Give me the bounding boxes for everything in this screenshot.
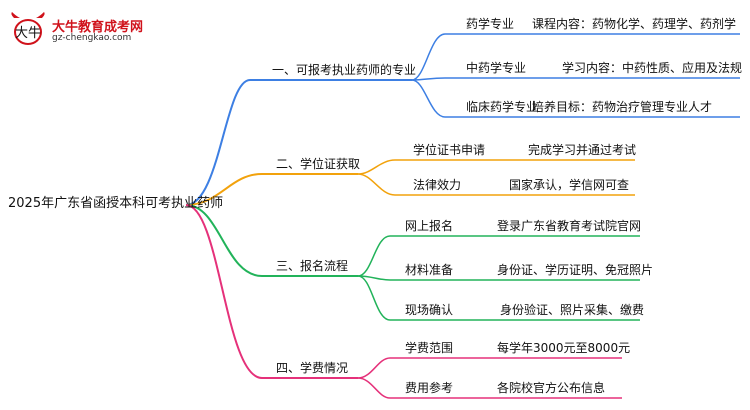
connector-root-b1	[185, 79, 412, 206]
branch-1-item-2-detail: 学习内容：中药性质、应用及法规	[562, 61, 743, 75]
branch-3-item-1-detail: 登录广东省教育考试院官网	[497, 219, 642, 233]
connector-root-b3	[185, 204, 358, 277]
branch-2-item-2-name: 法律效力	[413, 178, 462, 192]
connector-b1-i3	[411, 79, 740, 118]
branch-3-item-2-detail: 身份证、学历证明、免冠照片	[497, 263, 654, 277]
branch-3-item-2-name: 材料准备	[405, 263, 454, 277]
connector-root-b2	[185, 173, 358, 206]
branch-2-item-1-name: 学位证书申请	[413, 143, 486, 157]
connector-b2-i2	[357, 173, 635, 196]
connector-b1-i2	[411, 77, 740, 81]
branch-2-item-2-detail: 国家承认，学信网可查	[509, 178, 630, 192]
branch-3-item-3-name: 现场确认	[405, 303, 454, 317]
branch-1-item-2-name: 中药学专业	[466, 61, 527, 75]
logo-url: gz-chengkao.com	[52, 33, 132, 43]
branch-4-item-2-detail: 各院校官方公布信息	[497, 381, 606, 395]
bull-logo-icon: 大牛	[11, 12, 45, 45]
branch-2-label: 二、学位证获取	[276, 157, 361, 171]
root-topic: 2025年广东省函授本科可考执业药师	[8, 196, 224, 211]
branch-1-item-3-name: 临床药学专业	[466, 100, 539, 114]
branch-4-item-1-name: 学费范围	[405, 341, 454, 355]
svg-text:大牛: 大牛	[15, 26, 41, 41]
connector-b4-i2	[357, 377, 622, 399]
branch-1-label: 一、可报考执业药师的专业	[272, 63, 417, 77]
connector-b1-i1	[411, 33, 740, 81]
branch-1-item-1-detail: 课程内容：药物化学、药理学、药剂学	[532, 17, 737, 31]
connector-b3-i1	[357, 235, 640, 277]
logo-title: 大牛教育成考网	[52, 20, 144, 35]
branch-1-item-3-detail: 培养目标：药物治疗管理专业人才	[532, 100, 713, 114]
connector-b2-i1	[357, 159, 635, 175]
connector-b3-i2	[357, 275, 640, 281]
connector-b3-i3	[357, 275, 640, 321]
site-logo: 大牛 大牛教育成考网 gz-chengkao.com	[8, 12, 218, 48]
branch-4-label: 四、学费情况	[276, 361, 349, 375]
branch-4-item-1-detail: 每学年3000元至8000元	[497, 341, 631, 355]
branch-2-item-1-detail: 完成学习并通过考试	[528, 143, 637, 157]
branch-3-label: 三、报名流程	[276, 259, 349, 273]
branch-4-item-2-name: 费用参考	[405, 381, 454, 395]
connector-root-b4	[185, 204, 358, 379]
connector-b4-i1	[357, 357, 622, 379]
branch-1-item-1-name: 药学专业	[466, 17, 515, 31]
branch-3-item-1-name: 网上报名	[405, 219, 454, 233]
branch-3-item-3-detail: 身份验证、照片采集、缴费	[500, 303, 645, 317]
